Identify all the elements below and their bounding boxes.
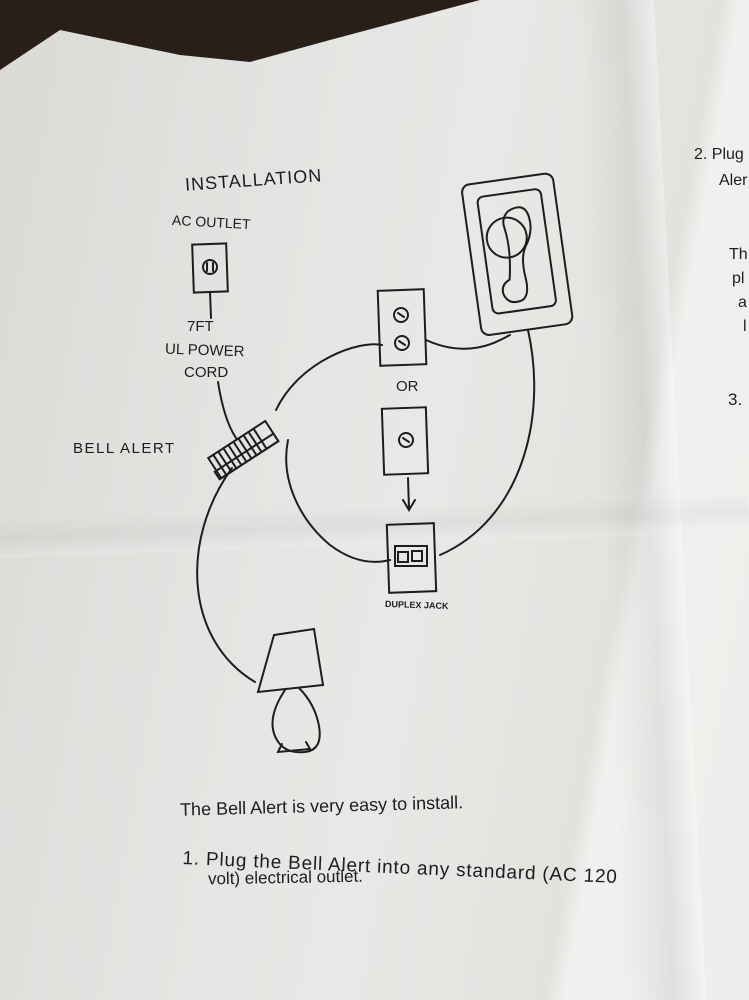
ac-outlet-icon [191,242,229,294]
bell-alert-label: BELL ALERT [73,440,176,457]
step-2-line-1: 2. Plug [694,146,744,163]
single-phone-outlet-icon [380,406,430,476]
or-label: OR [396,378,419,395]
step-3-label: 3. [728,390,743,409]
outlet-socket-icon [202,259,218,275]
duplex-jack-icon [385,522,438,594]
paragraph-fragment-2: pl [732,270,745,287]
paragraph-fragment-3: a [738,294,747,311]
step-2-line-2: Aler [719,172,748,189]
cord-type-label: UL POWER [164,340,245,361]
bell-alert-device-icon [206,419,280,481]
paragraph-fragment-1: Th [729,246,748,263]
cord-label: CORD [184,364,229,381]
duplex-phone-outlet-icon [376,288,428,367]
arrow-down-icon [407,477,410,509]
paragraph-fragment-4: l [743,318,747,335]
table-lamp-icon [256,627,325,754]
cord-length-label: 7FT [187,318,214,335]
step-1-line-2: volt) electrical outlet. [207,866,364,889]
wall-telephone-icon [461,172,574,336]
